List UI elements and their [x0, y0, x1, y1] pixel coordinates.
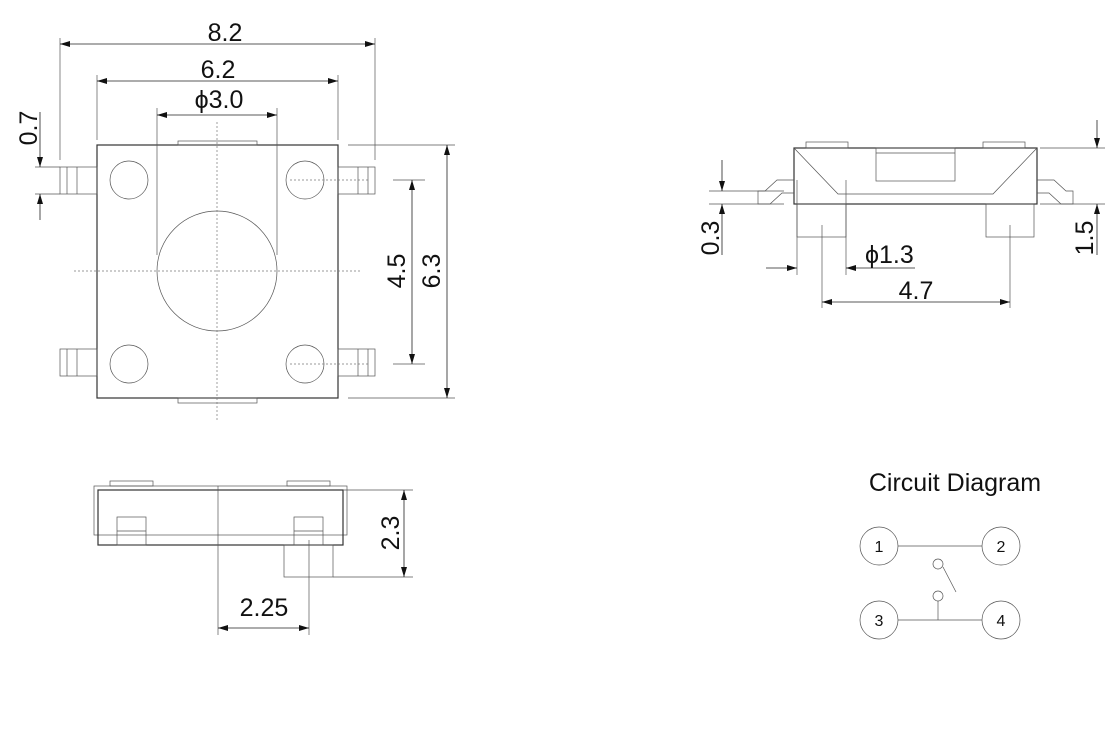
switch-lever — [942, 566, 957, 593]
side-body — [793, 147, 1038, 205]
top-tab — [177, 140, 258, 146]
gull-wing-lead — [1037, 179, 1074, 205]
pin-3: 3 — [859, 600, 899, 640]
leads — [59, 166, 376, 377]
dim-side-height: 1.5 — [1071, 221, 1099, 256]
dim-button-offset: 2.25 — [240, 594, 289, 622]
dim-post-diameter: ϕ1.3 — [865, 241, 914, 269]
gull-wing-lead — [757, 179, 794, 205]
front-view: 2.3 2.25 — [93, 480, 413, 635]
svg-text:3: 3 — [875, 613, 884, 630]
pin-2: 2 — [981, 526, 1021, 566]
pin-1: 1 — [859, 526, 899, 566]
post — [796, 203, 847, 238]
body-outline — [96, 144, 339, 399]
bottom-tab — [177, 397, 258, 404]
dim-lead-width: 0.7 — [15, 111, 43, 146]
front-button — [283, 544, 334, 578]
side-view: 0.3 1.5 ϕ1.3 4.7 — [697, 120, 1105, 308]
svg-text:2: 2 — [997, 539, 1006, 556]
dim-button-diameter: ϕ3.0 — [195, 86, 244, 114]
top-view: 8.2 6.2 ϕ3.0 0.7 4.5 6.3 — [15, 19, 455, 420]
dim-lead-pitch: 4.5 — [383, 254, 411, 289]
dim-width-body: 6.2 — [201, 56, 236, 84]
dim-lead-thickness: 0.3 — [697, 221, 725, 256]
corner-hole — [109, 160, 149, 200]
pin-4: 4 — [981, 600, 1021, 640]
svg-text:1: 1 — [875, 539, 884, 556]
dim-total-height: 2.3 — [377, 516, 405, 551]
front-body — [97, 489, 344, 546]
circuit-diagram: Circuit Diagram 1 2 3 4 — [859, 469, 1041, 640]
dim-post-pitch: 4.7 — [899, 277, 934, 305]
dim-width-overall: 8.2 — [208, 19, 243, 47]
corner-hole — [109, 344, 149, 384]
svg-text:4: 4 — [997, 613, 1006, 630]
circuit-title: Circuit Diagram — [869, 469, 1041, 497]
dim-body-height: 6.3 — [418, 254, 446, 289]
